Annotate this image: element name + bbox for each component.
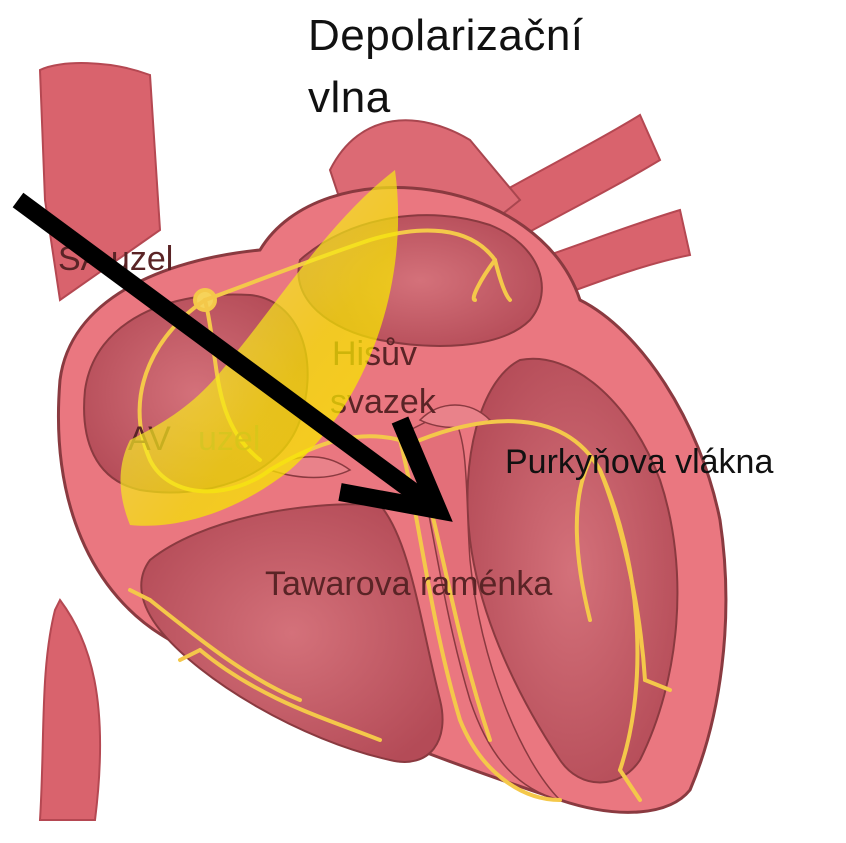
right-ventricle bbox=[141, 504, 442, 762]
label-bundle-branches: Tawarova raménka bbox=[265, 565, 552, 603]
label-purkinje-fibers: Purkyňova vlákna bbox=[505, 443, 773, 481]
wave-title-line2: vlna bbox=[308, 76, 391, 120]
wave-title-line1: Depolarizační bbox=[308, 14, 584, 58]
inferior-vena-cava bbox=[40, 600, 100, 820]
